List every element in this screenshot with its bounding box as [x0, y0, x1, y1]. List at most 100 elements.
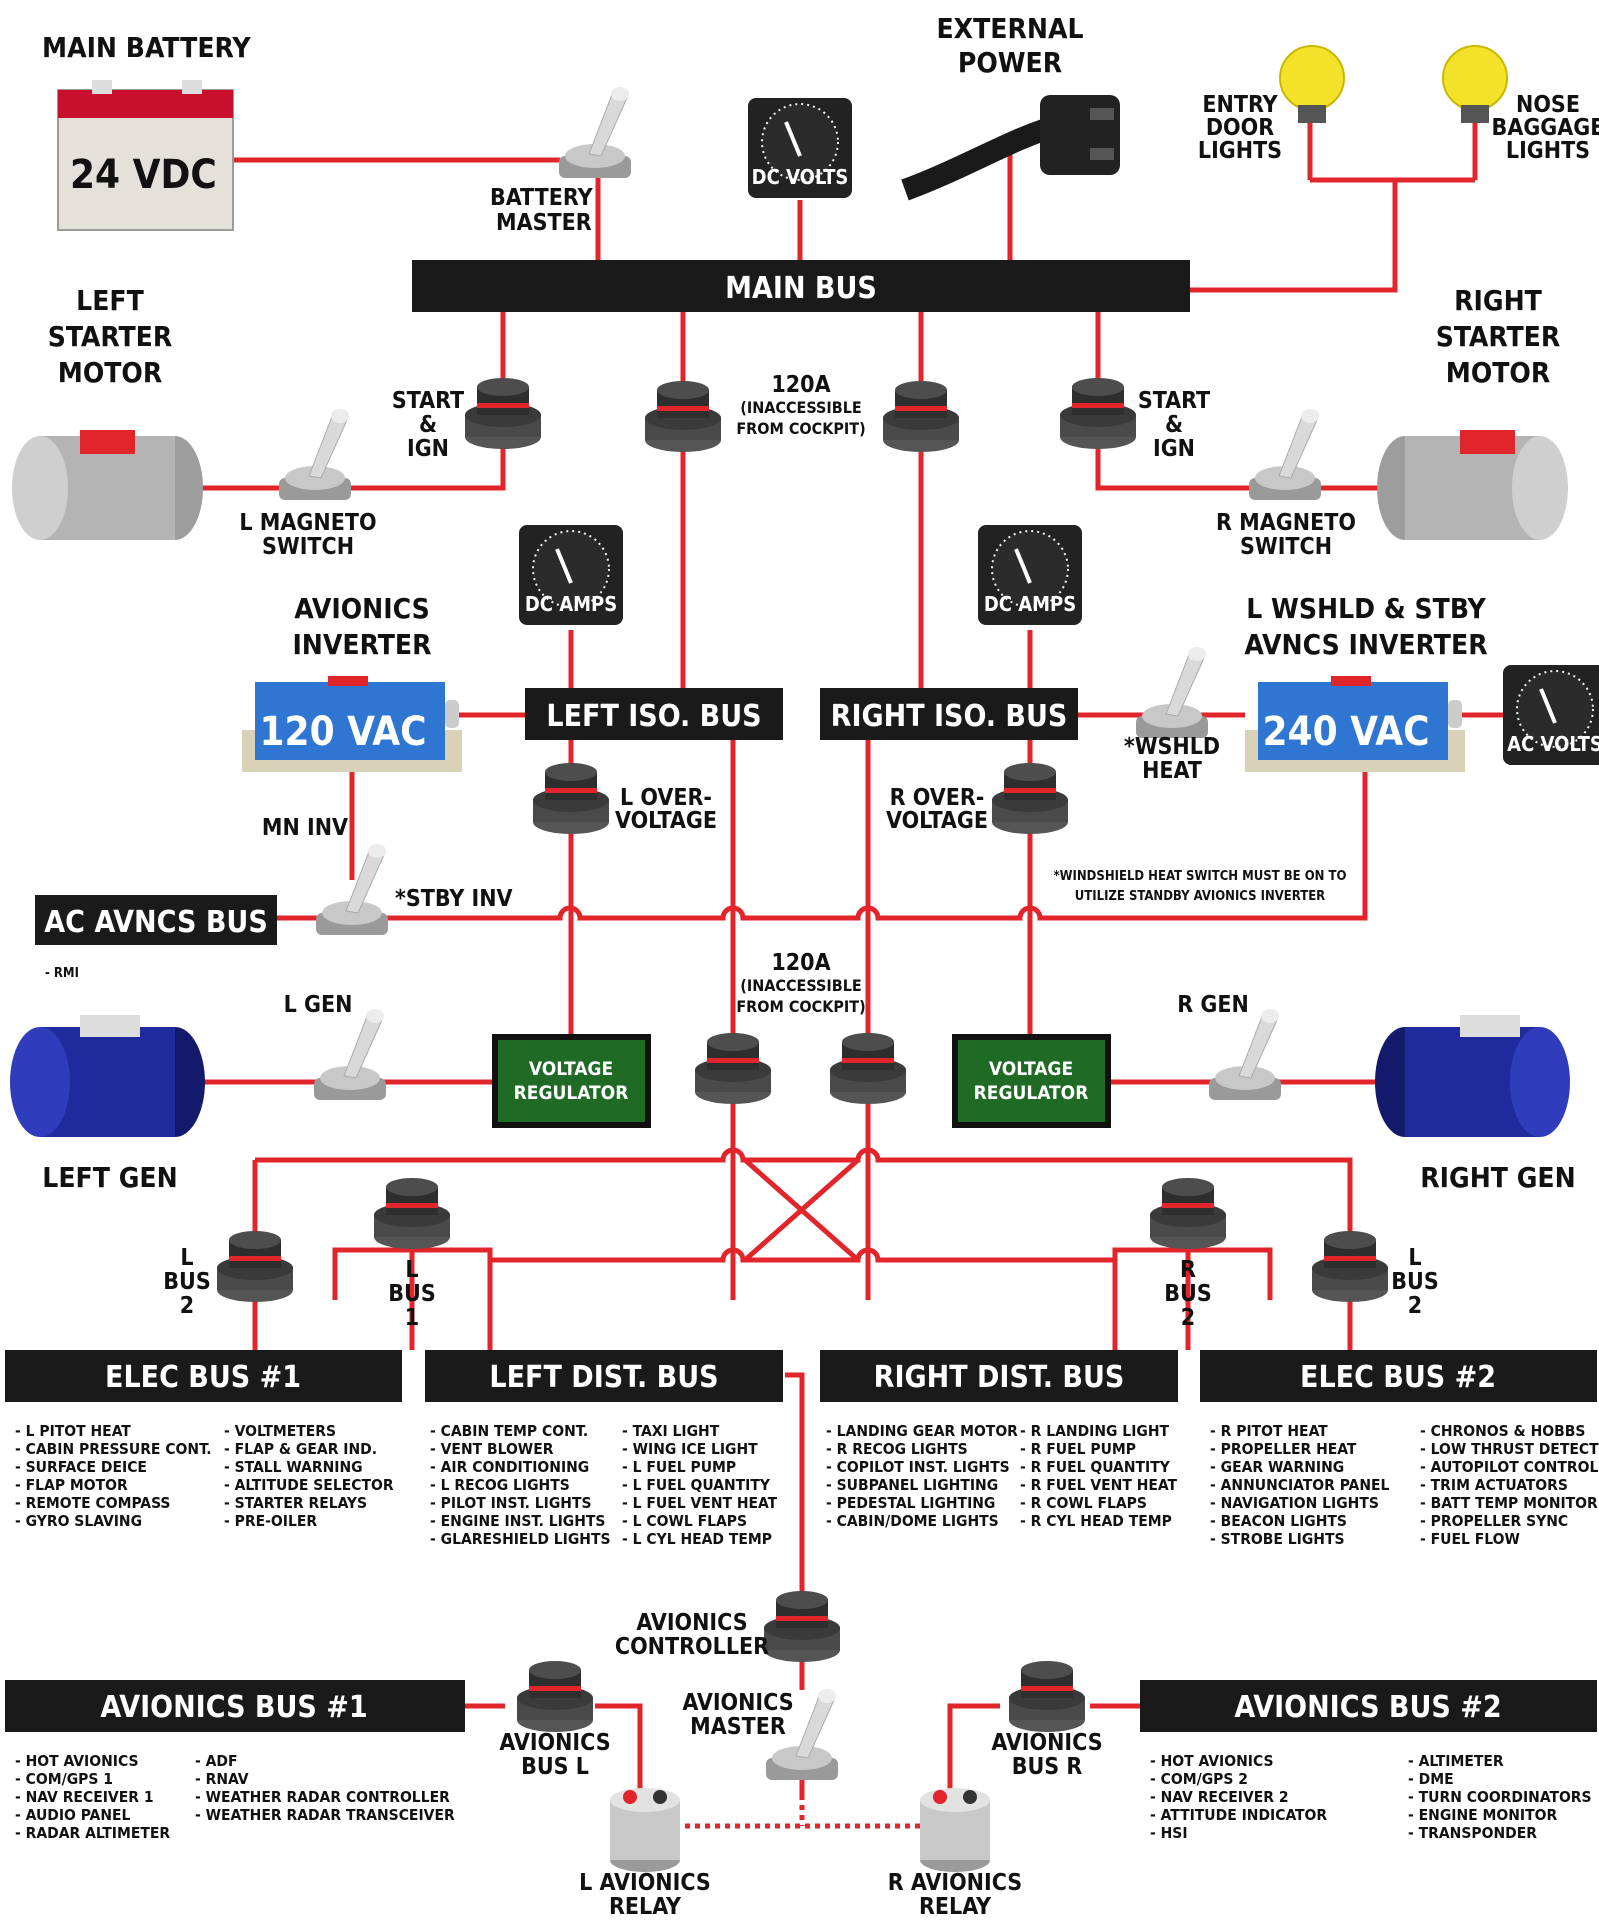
list-item: - PROPELLER HEAT: [1210, 1440, 1357, 1458]
l-bus-2-breaker[interactable]: [217, 1231, 293, 1302]
avionics-controller-breaker[interactable]: [764, 1591, 840, 1662]
left-regulator-label-1: VOLTAGE: [529, 1058, 613, 1080]
dc-amps-right-label: DC AMPS: [984, 592, 1076, 616]
cb-120a-mid-3: FROM COCKPIT): [736, 997, 865, 1016]
cb-120a-top-3: FROM COCKPIT): [736, 419, 865, 438]
cb-120a-left[interactable]: [645, 381, 721, 452]
l-gen-label: L GEN: [284, 992, 353, 1018]
list-item: - L COWL FLAPS: [622, 1512, 747, 1530]
left-dist-bus: LEFT DIST. BUS: [425, 1350, 783, 1402]
r-magneto-switch[interactable]: [1248, 408, 1322, 501]
list-item: - BATT TEMP MONITOR: [1420, 1494, 1598, 1512]
left-voltage-regulator: VOLTAGE REGULATOR: [492, 1034, 651, 1128]
elec-bus-1-label: ELEC BUS #1: [105, 1360, 301, 1395]
entry-door-label-1: ENTRY: [1202, 92, 1278, 118]
list-item: - ADF: [195, 1752, 238, 1770]
list-item: - FLAP MOTOR: [15, 1476, 128, 1494]
list-item: - NAV RECEIVER 2: [1150, 1788, 1289, 1806]
start-ign-right-3: IGN: [1153, 436, 1195, 462]
external-power-label-2: POWER: [958, 46, 1062, 79]
ac-avncs-bus: AC AVNCS BUS: [35, 895, 277, 945]
left-dist-loads-a: - CABIN TEMP CONT. - VENT BLOWER - AIR C…: [430, 1422, 611, 1548]
l-magneto-switch[interactable]: [278, 408, 352, 501]
l-overvoltage-breaker[interactable]: [533, 763, 609, 834]
r-overvoltage-breaker[interactable]: [992, 763, 1068, 834]
r-bus-2-breaker[interactable]: [1150, 1178, 1226, 1249]
start-ign-right-breaker[interactable]: [1060, 378, 1136, 449]
l-overvoltage-label-1: L OVER-: [620, 785, 712, 811]
list-item: - WEATHER RADAR TRANSCEIVER: [195, 1806, 455, 1824]
elec-bus-2-loads-a: - R PITOT HEAT - PROPELLER HEAT - GEAR W…: [1210, 1422, 1390, 1548]
list-item: - GYRO SLAVING: [15, 1512, 142, 1530]
avionics-inverter-label-2: INVERTER: [292, 628, 431, 661]
avionics-controller-label-1: AVIONICS: [636, 1610, 747, 1636]
list-item: - COM/GPS 1: [15, 1770, 113, 1788]
battery-master-label-1: BATTERY: [490, 185, 594, 211]
r-magneto-label-2: SWITCH: [1240, 534, 1332, 560]
nose-baggage-label-3: LIGHTS: [1506, 138, 1590, 164]
list-item: - STALL WARNING: [224, 1458, 363, 1476]
left-dist-loads-b: - TAXI LIGHT - WING ICE LIGHT - L FUEL P…: [622, 1422, 778, 1548]
list-item: - AUTOPILOT CONTROL: [1420, 1458, 1598, 1476]
left-gen-title: LEFT GEN: [42, 1161, 177, 1194]
avionics-bus-l-label-1: AVIONICS: [499, 1730, 610, 1756]
r-bus-2-label-2: BUS: [1164, 1281, 1211, 1307]
l-bus-2-right-label-2: BUS: [1391, 1269, 1438, 1295]
r-gen-label: R GEN: [1177, 992, 1249, 1018]
start-ign-left-breaker[interactable]: [465, 378, 541, 449]
r-avionics-relay-label-2: RELAY: [919, 1894, 992, 1920]
main-bus-label: MAIN BUS: [725, 271, 877, 306]
avionics-bus-l-breaker[interactable]: [517, 1661, 593, 1732]
battery-master-switch[interactable]: [558, 86, 632, 179]
l-gen-switch[interactable]: [313, 1008, 387, 1101]
r-bus-2-label-3: 2: [1181, 1305, 1195, 1331]
avionics-bus-r-breaker[interactable]: [1009, 1661, 1085, 1732]
right-generator: [1375, 1015, 1570, 1137]
l-bus-1-label-2: BUS: [388, 1281, 435, 1307]
start-ign-left-3: IGN: [407, 436, 449, 462]
avionics-bus-r-label-1: AVIONICS: [991, 1730, 1102, 1756]
list-item: - NAV RECEIVER 1: [15, 1788, 154, 1806]
list-item: - TRIM ACTUATORS: [1420, 1476, 1568, 1494]
list-item: - PEDESTAL LIGHTING: [826, 1494, 995, 1512]
list-item: - COPILOT INST. LIGHTS: [826, 1458, 1010, 1476]
wshld-heat-switch[interactable]: [1135, 646, 1209, 739]
avionics-2-loads-b: - ALTIMETER - DME - TURN COORDINATORS - …: [1408, 1752, 1592, 1842]
left-iso-bus: LEFT ISO. BUS: [525, 688, 783, 740]
l-bus-2-right-breaker[interactable]: [1312, 1231, 1388, 1302]
inverter-240vac-label: 240 VAC: [1262, 709, 1429, 755]
cb-120a-mid-right[interactable]: [830, 1033, 906, 1104]
list-item: - R FUEL VENT HEAT: [1020, 1476, 1177, 1494]
left-generator: [10, 1015, 205, 1137]
list-item: - ENGINE INST. LIGHTS: [430, 1512, 605, 1530]
l-overvoltage-label-2: VOLTAGE: [615, 808, 717, 834]
r-gen-switch[interactable]: [1208, 1008, 1282, 1101]
wiring: [195, 120, 1505, 1829]
elec-bus-1-loads-b: - VOLTMETERS - FLAP & GEAR IND. - STALL …: [224, 1422, 394, 1530]
cb-120a-mid-left[interactable]: [695, 1033, 771, 1104]
r-bus-2-label-1: R: [1180, 1257, 1196, 1283]
r-overvoltage-label-2: VOLTAGE: [886, 808, 988, 834]
external-power-plug: [901, 95, 1120, 201]
right-voltage-regulator: VOLTAGE REGULATOR: [952, 1034, 1111, 1128]
avionics-bus-r-label-2: BUS R: [1012, 1754, 1083, 1780]
list-item: - AIR CONDITIONING: [430, 1458, 589, 1476]
start-ign-left-2: &: [419, 412, 437, 438]
left-starter-label-3: MOTOR: [58, 356, 162, 389]
start-ign-left-1: START: [392, 388, 464, 414]
external-power-label-1: EXTERNAL: [936, 12, 1083, 45]
list-item: - ENGINE MONITOR: [1408, 1806, 1557, 1824]
l-bus-1-breaker[interactable]: [374, 1178, 450, 1249]
list-item: - PROPELLER SYNC: [1420, 1512, 1568, 1530]
list-item: - R FUEL QUANTITY: [1020, 1458, 1171, 1476]
elec-bus-2-label: ELEC BUS #2: [1300, 1360, 1496, 1395]
list-item: - STARTER RELAYS: [224, 1494, 367, 1512]
wshld-inverter-label-2: AVNCS INVERTER: [1244, 628, 1487, 661]
l-magneto-label-2: SWITCH: [262, 534, 354, 560]
wshld-heat-label-1: *WSHLD: [1124, 734, 1220, 760]
elec-bus-2-loads-b: - CHRONOS & HOBBS - LOW THRUST DETECT - …: [1420, 1422, 1599, 1548]
avionics-master-label-1: AVIONICS: [682, 1690, 793, 1716]
dc-amps-gauge-left: DC AMPS: [517, 523, 625, 627]
cb-120a-right[interactable]: [883, 381, 959, 452]
main-battery-title: MAIN BATTERY: [42, 31, 251, 64]
